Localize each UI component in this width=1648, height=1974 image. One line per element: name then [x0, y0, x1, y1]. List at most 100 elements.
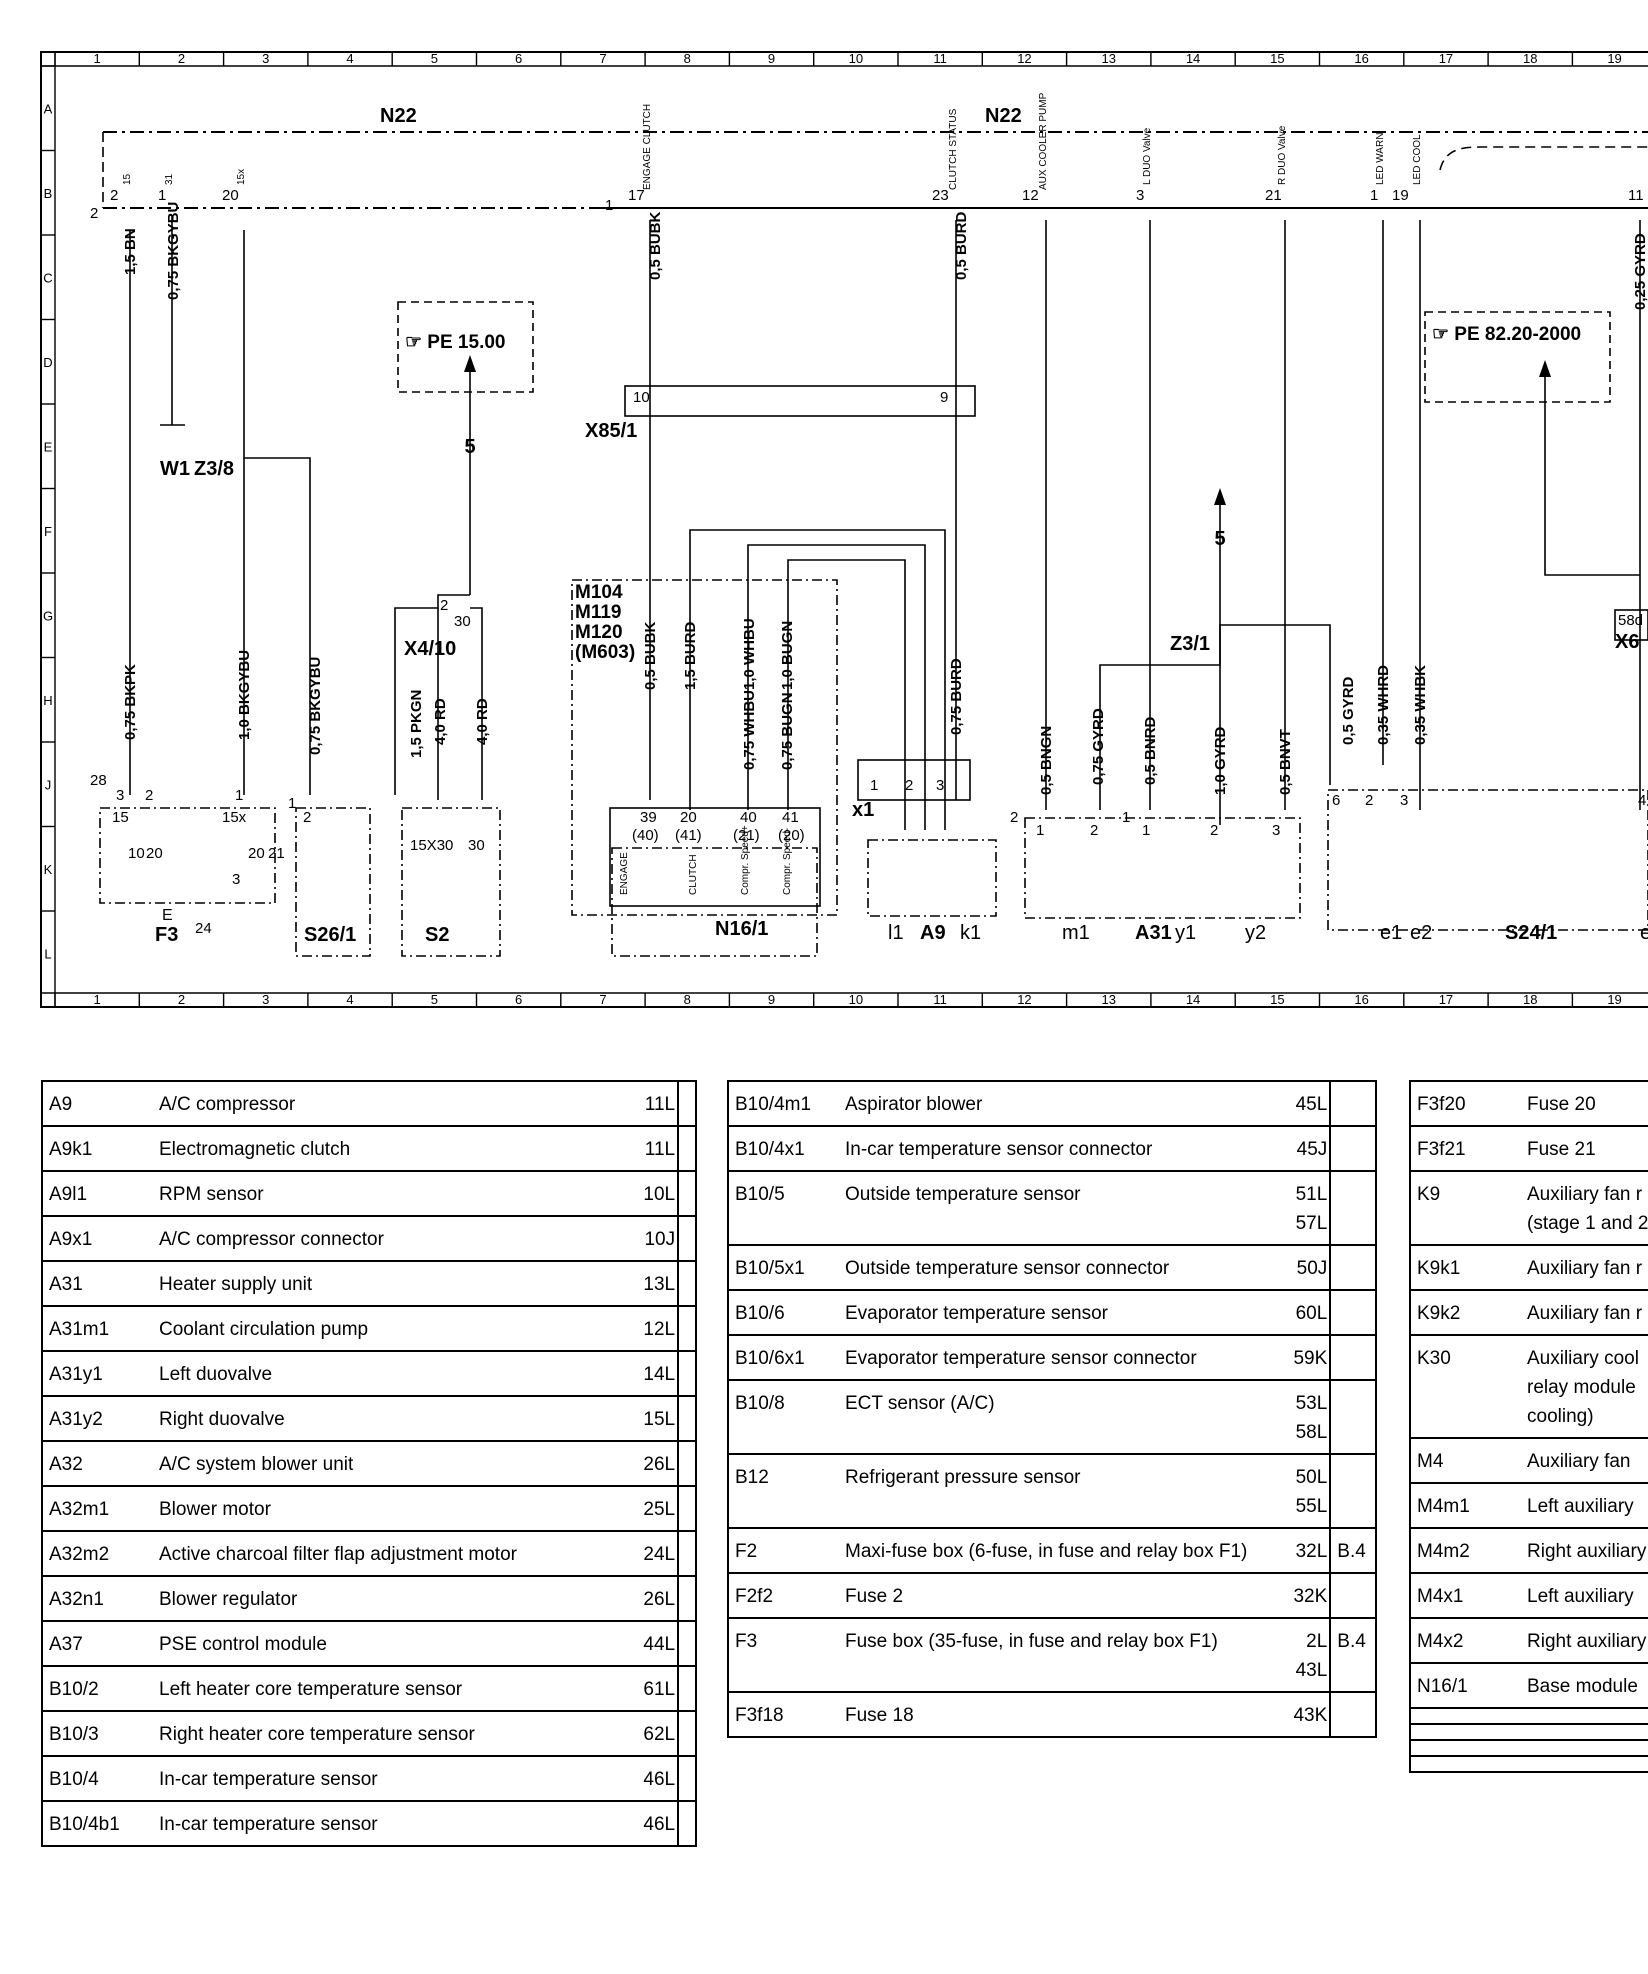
- grid-col-label-bottom: 4: [346, 992, 353, 1007]
- legend-ref: [1329, 1691, 1377, 1738]
- grid-col-label-top: 6: [515, 51, 522, 66]
- grid-row-label: L: [44, 946, 51, 961]
- legend-code: [1409, 1739, 1521, 1757]
- component-n22-label: N22: [380, 105, 417, 127]
- pin-number: 9: [940, 389, 948, 406]
- pin-number: 11: [1628, 187, 1644, 204]
- grid-col-label-bottom: 7: [599, 992, 606, 1007]
- legend-code: M4: [1409, 1437, 1521, 1484]
- wire-label: 0,5 BUBK: [647, 211, 664, 280]
- pin-number: (41): [675, 827, 702, 844]
- legend-code: F2: [727, 1527, 839, 1574]
- legend-ref: [677, 1620, 697, 1667]
- arrow-ref-5: 5: [1214, 528, 1225, 550]
- pin-number: 2: [1090, 822, 1098, 839]
- legend-desc: A/C compressor connector: [153, 1215, 627, 1262]
- grid-col-label-bottom: 11: [933, 992, 947, 1007]
- component-a9-label: A9: [920, 922, 946, 944]
- legend-code: A9x1: [41, 1215, 153, 1262]
- pin-number: 2: [440, 597, 448, 614]
- pin-number: 2: [303, 809, 311, 826]
- pin-number: 2: [1010, 809, 1018, 826]
- grid-col-label-top: 17: [1439, 51, 1453, 66]
- grid-col-label-top: 15: [1270, 51, 1284, 66]
- grid-col-label-bottom: 8: [684, 992, 691, 1007]
- pin-function-label: CLUTCH STATUS: [948, 108, 959, 190]
- pin-number: 1: [235, 787, 243, 804]
- legend-code: A32m2: [41, 1530, 153, 1577]
- grid-row-label: G: [43, 608, 53, 623]
- component-f3-label: F3: [155, 924, 178, 946]
- legend-desc: A/C system blower unit: [153, 1440, 627, 1487]
- legend-code: A31: [41, 1260, 153, 1307]
- component-x1-label: x1: [852, 799, 874, 821]
- legend-desc: Left auxiliary: [1521, 1572, 1648, 1619]
- legend-code: A31y2: [41, 1395, 153, 1442]
- legend-desc: A/C compressor: [153, 1080, 627, 1127]
- pin-number: 2: [905, 777, 913, 794]
- wire-label: 0,75 BURD: [948, 658, 965, 735]
- legend-code: A9l1: [41, 1170, 153, 1217]
- legend-desc: PSE control module: [153, 1620, 627, 1667]
- grid-row-label: F: [44, 524, 52, 539]
- component-n16-1-label: N16/1: [715, 918, 768, 940]
- legend-desc: Fuse box (35-fuse, in fuse and relay box…: [839, 1617, 1285, 1693]
- legend-desc: Auxiliary fan r (stage 1 and 2: [1521, 1170, 1648, 1246]
- legend-desc: Auxiliary fan r: [1521, 1289, 1648, 1336]
- legend-code: B10/6x1: [727, 1334, 839, 1381]
- wire-label: 0,5 BUBK: [642, 621, 659, 690]
- component-y1-label: y1: [1175, 922, 1196, 944]
- legend-loc: 46L: [626, 1800, 680, 1847]
- legend-desc: Blower regulator: [153, 1575, 627, 1622]
- wire-label: 0,75 GYRD: [1090, 708, 1107, 785]
- legend-loc: 50J: [1284, 1244, 1332, 1291]
- pin-number: 2: [145, 787, 153, 804]
- grid-col-label-bottom: 9: [768, 992, 775, 1007]
- pin-function-label: ENGAGE CLUTCH: [642, 104, 653, 190]
- ref-pe-15-00: ☞ PE 15.00: [405, 332, 505, 353]
- legend-code: A32m1: [41, 1485, 153, 1532]
- legend-desc: [1521, 1739, 1648, 1757]
- component-x85-1-label: X85/1: [585, 420, 637, 442]
- legend-ref: [1329, 1572, 1377, 1619]
- legend-code: K9k2: [1409, 1289, 1521, 1336]
- grid-row-label: E: [44, 439, 53, 454]
- legend-desc: Right duovalve: [153, 1395, 627, 1442]
- component-e-label: e: [1640, 922, 1648, 944]
- legend-loc: 12L: [626, 1305, 680, 1352]
- pin-number: 15x: [222, 809, 247, 826]
- legend-desc: Right heater core temperature sensor: [153, 1710, 627, 1757]
- pin-number: 28: [90, 772, 107, 789]
- grid-col-label-top: 7: [599, 51, 606, 66]
- legend-row: [1409, 1755, 1648, 1773]
- wire-label: 0,5 GYRD: [1340, 676, 1357, 745]
- pin-number: 4: [1638, 792, 1646, 809]
- legend-loc: 25L: [626, 1485, 680, 1532]
- legend-desc: Auxiliary fan: [1521, 1437, 1648, 1484]
- legend-desc: ECT sensor (A/C): [839, 1379, 1285, 1455]
- legend-code: B10/4: [41, 1755, 153, 1802]
- legend-desc: Heater supply unit: [153, 1260, 627, 1307]
- pin-number: 1: [1142, 822, 1150, 839]
- pin-function-label: AUX COOLER PUMP: [1038, 92, 1049, 190]
- component-x6-label: X6: [1615, 631, 1639, 653]
- legend-desc: [1521, 1707, 1648, 1725]
